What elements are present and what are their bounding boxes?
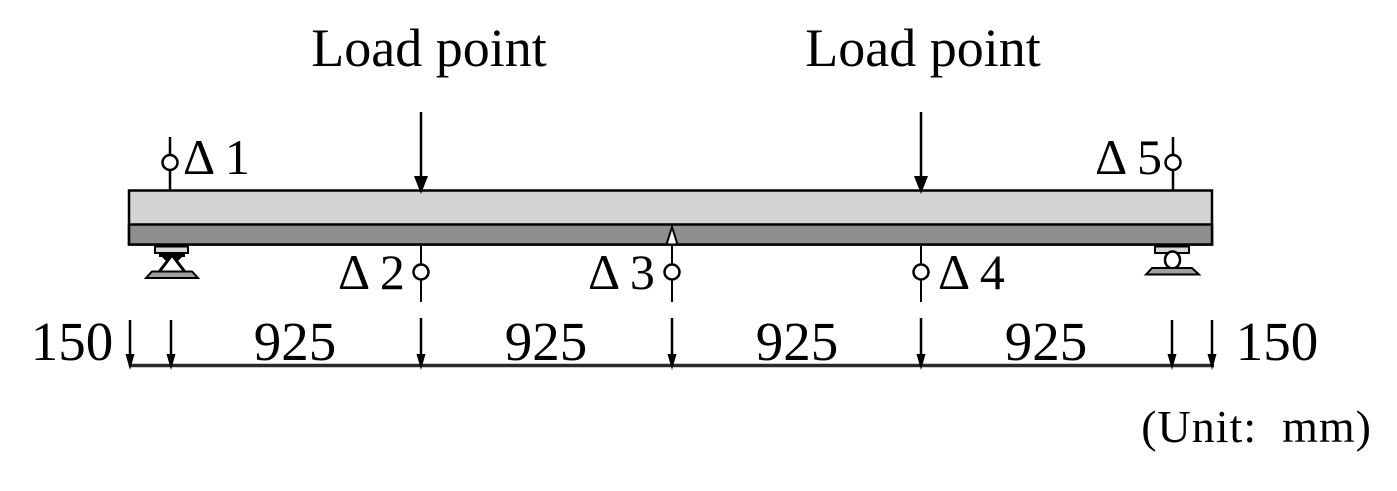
right-support-roller: [1163, 250, 1182, 270]
right-support-base-plate: [1143, 267, 1202, 276]
load-arrow-2: [914, 112, 928, 194]
dim-label-925-4: 925: [1004, 311, 1088, 372]
sensor-label-delta-2: Δ 2: [338, 244, 405, 300]
sensor-3-dial-icon: [663, 263, 681, 281]
sensor-2-dial-icon: [412, 263, 430, 281]
unit-note: (Unit: mm): [1141, 401, 1372, 452]
left-support: [143, 245, 201, 279]
sensor-label-delta-1: Δ 1: [183, 129, 250, 185]
sensor-label-delta-3: Δ 3: [588, 244, 655, 300]
sensor-1-dial-icon: [161, 153, 179, 172]
dim-label-150-left: 150: [30, 311, 114, 372]
left-support-top-plate: [154, 245, 189, 254]
dim-label-150-right: 150: [1235, 311, 1319, 372]
dim-label-925-2: 925: [504, 311, 588, 372]
load-arrow-1-head: [414, 176, 428, 194]
left-support-base-plate: [143, 270, 201, 279]
dim-tick-arrow-0: [125, 354, 135, 370]
right-support: [1143, 245, 1202, 276]
left-support-crossbar: [159, 253, 185, 257]
dim-tick-arrow-3: [667, 354, 677, 370]
dimension-line-group: [125, 318, 1217, 370]
displacement-sensors: [161, 137, 1182, 302]
beam: [127, 189, 1214, 246]
dim-tick-arrow-5: [1167, 354, 1177, 370]
load-point-label-1: Load point: [311, 18, 547, 78]
dim-tick-arrow-2: [416, 354, 426, 370]
dim-label-925-3: 925: [755, 311, 839, 372]
dim-tick-arrow-4: [916, 354, 926, 370]
sensor-label-delta-4: Δ 4: [938, 244, 1005, 300]
sensor-label-delta-5: Δ 5: [1095, 129, 1162, 185]
sensor-4-dial-icon: [912, 263, 930, 281]
dim-label-925-1: 925: [253, 311, 337, 372]
sensor-5-dial-icon: [1164, 153, 1182, 172]
load-arrow-1: [414, 112, 428, 194]
load-arrow-2-head: [914, 176, 928, 194]
midspan-notch-marker: [665, 223, 679, 246]
load-point-label-2: Load point: [805, 18, 1041, 78]
dim-tick-arrow-6: [1207, 354, 1217, 370]
dim-tick-arrow-1: [166, 354, 176, 370]
